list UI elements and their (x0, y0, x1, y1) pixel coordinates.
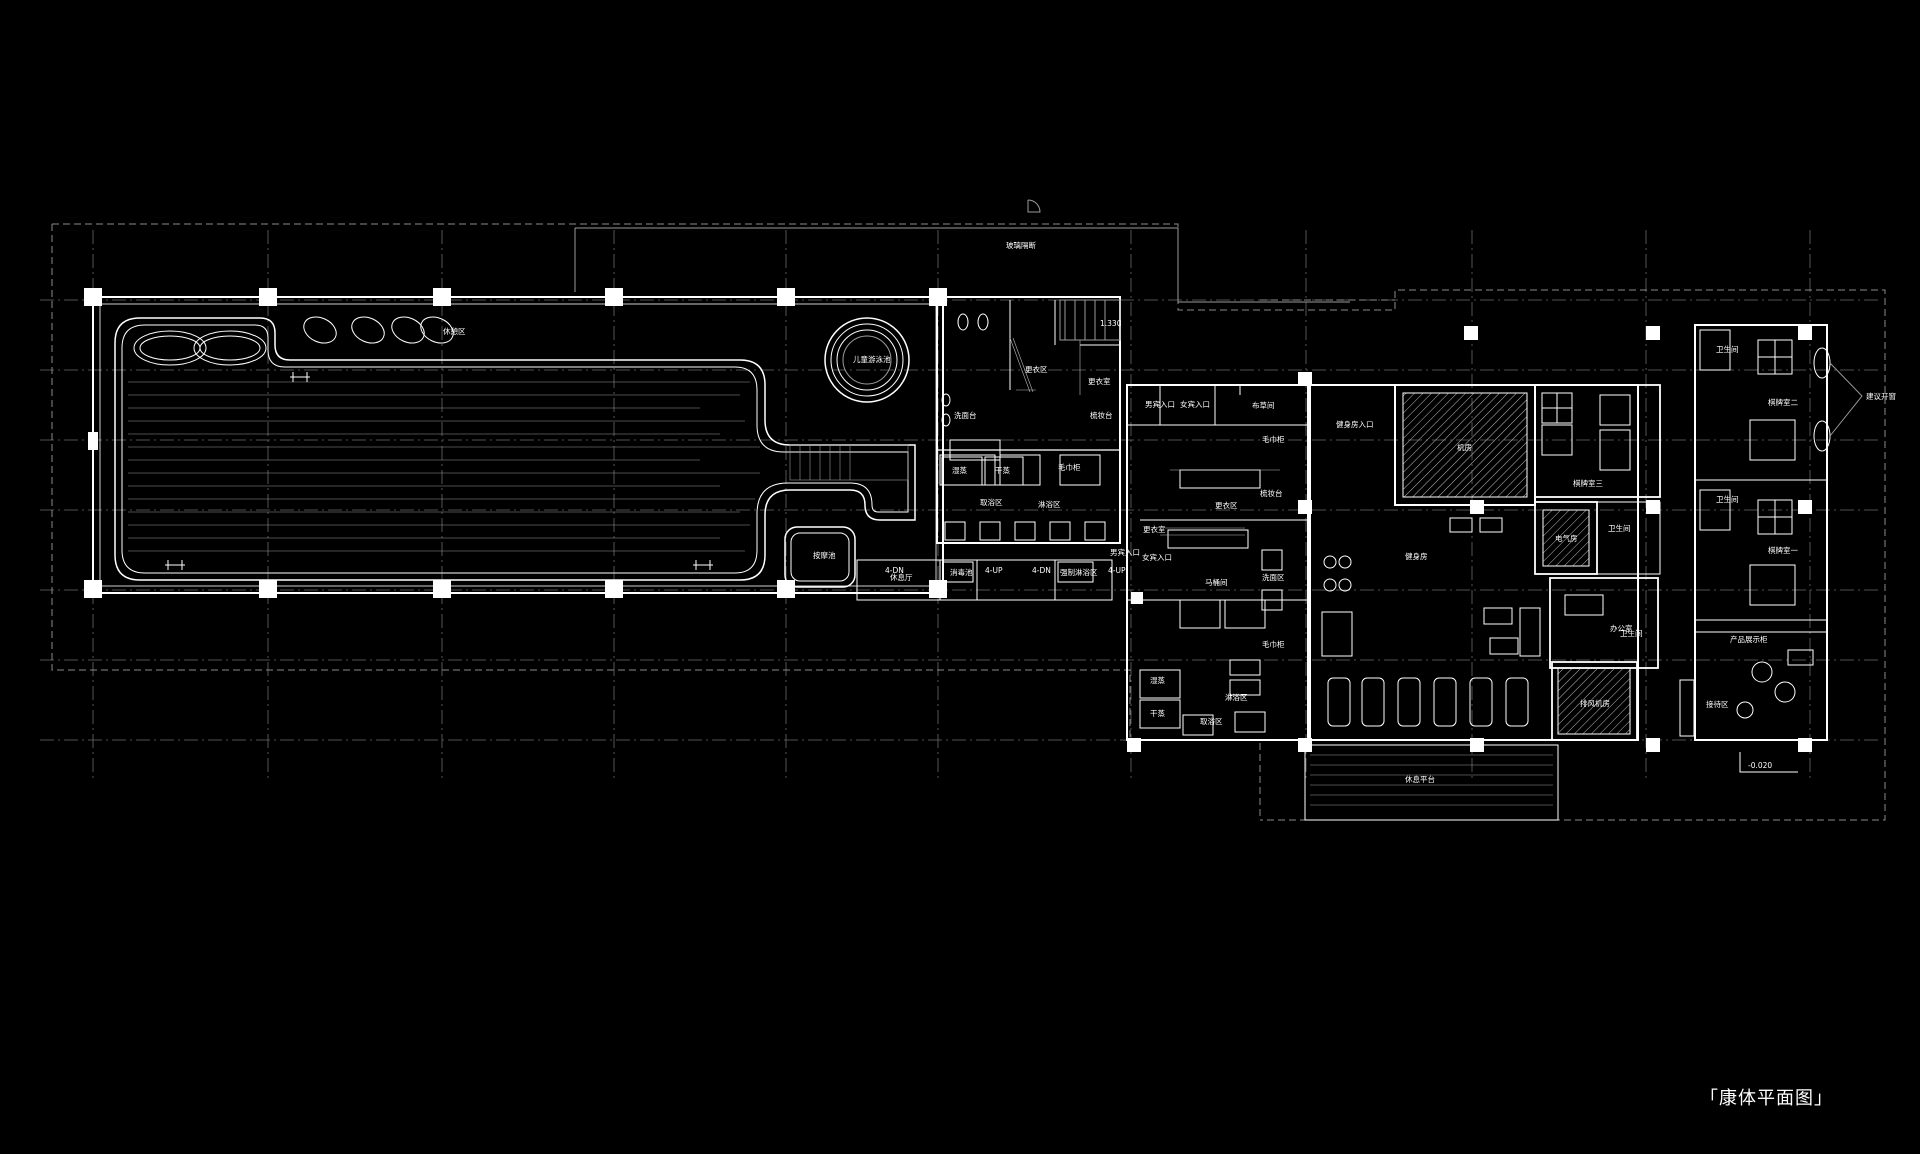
gym: 健身房入口 健身房 机房 (1307, 384, 1639, 741)
washroom-4-label: 卫生间 (1716, 494, 1739, 504)
washroom-2-label: 卫生间 (1620, 628, 1643, 638)
washroom-3-label: 卫生间 (1716, 344, 1739, 354)
locker-zone-mid: 男宾入口 女宾入口 布草间 毛巾柜 梳妆台 更衣区 更衣室 女宾入口 男宾入口 … (1110, 384, 1311, 741)
pool-stair (789, 444, 909, 481)
wet-sauna-left-label: 湿蒸 (952, 465, 967, 475)
washbasin-label: 洗面台 (954, 410, 977, 420)
product-display-label: 产品展示柜 (1730, 634, 1768, 644)
changing-mid-label: 更衣区 (1215, 500, 1238, 510)
female-entry-side-label: 女宾入口 (1142, 552, 1172, 562)
cleaning-label: 强制淋浴区 (1060, 567, 1098, 577)
gym-entry-label: 健身房入口 (1336, 419, 1374, 429)
changing-area-left-label: 更衣区 (1025, 364, 1048, 374)
reception-label: 接待区 (1706, 699, 1729, 709)
steps-dn-1-label: 4-DN (885, 566, 904, 575)
wash-area-label: 洗面区 (1262, 572, 1285, 582)
steps-up-2-label: 4-UP (1108, 566, 1126, 575)
chess-room-1-label: 棋牌室一 (1768, 545, 1798, 555)
lower-corridor: 休息厅 消毒池 强制淋浴区 4-DN 4-UP 4-DN 4-UP (856, 559, 1126, 601)
window-note-label: 建议开窗 (1866, 391, 1896, 401)
level-mark: -0.020 (1739, 752, 1798, 773)
kids-pool-label: 儿童游泳池 (853, 354, 891, 364)
male-entry-side-label: 男宾入口 (1110, 547, 1140, 557)
rinse-left-label: 取浴区 (980, 497, 1003, 507)
dry-sauna-left-label: 干蒸 (995, 465, 1010, 475)
deck: 休息平台 (1304, 744, 1559, 821)
locker-zone-left: 1.330 洗面台 更衣区 更衣室 梳妆台 湿蒸 干蒸 毛巾柜 淋浴区 取浴区 (936, 296, 1122, 544)
changing-room-mid-label: 更衣室 (1143, 524, 1166, 534)
changing-room-left-label: 更衣室 (1088, 376, 1111, 386)
towel-cabinet-mid-label: 毛巾柜 (1262, 434, 1285, 444)
disinfect-pool-label: 消毒池 (950, 567, 973, 577)
site-boundary (51, 223, 1886, 821)
makeup-left-label: 梳妆台 (1090, 410, 1113, 420)
toilet-label: 马桶间 (1205, 577, 1228, 587)
dry-sauna-mid-label: 干蒸 (1150, 708, 1166, 718)
right-zone: 卫生间 卫生间 棋牌室二 棋牌室一 产品展示柜 接待区 建议开窗 (1679, 324, 1896, 741)
towel-cabinet-mid2-label: 毛巾柜 (1262, 639, 1285, 649)
chess-room-2-label: 棋牌室二 (1768, 397, 1798, 407)
makeup-mid-label: 梳妆台 (1260, 488, 1283, 498)
kids-pool: 儿童游泳池 (824, 317, 910, 403)
chess-room-3-label: 棋牌室三 (1573, 478, 1603, 488)
massage-pool-label: 按摩池 (813, 550, 836, 560)
office-label: 办公室 (1610, 623, 1633, 633)
wet-sauna-mid-label: 湿蒸 (1150, 675, 1166, 685)
glass-partition-label: 玻璃隔断 (1006, 240, 1036, 250)
level-mark-label: -0.020 (1748, 761, 1772, 770)
linen-room-label: 布草间 (1252, 400, 1275, 410)
electrical-room-label: 电气房 (1555, 533, 1578, 543)
office-zone: 棋牌室三 电气房 卫生间 办公室 卫生间 排风机房 (1534, 384, 1661, 741)
stair-level-label: 1.330 (1100, 319, 1122, 328)
rinse-mid-label: 取浴区 (1200, 716, 1223, 726)
steps-dn-2-label: 4-DN (1032, 566, 1051, 575)
machine-room-label: 机房 (1457, 442, 1472, 452)
exhaust-room-label: 排风机房 (1580, 698, 1610, 708)
female-entry-top-label: 女宾入口 (1180, 399, 1210, 409)
drawing-title: 「康体平面图」 (1700, 1088, 1833, 1109)
towel-cabinet-left-label: 毛巾柜 (1058, 462, 1081, 472)
steps-up-1-label: 4-UP (985, 566, 1003, 575)
shower-mid-label: 淋浴区 (1225, 692, 1248, 702)
glass-partition-line: 玻璃隔断 (574, 199, 1350, 303)
gym-label: 健身房 (1405, 551, 1428, 561)
rest-area-label: 休憩区 (443, 326, 466, 336)
lounge-label: 休息厅 (890, 572, 913, 582)
washroom-1-label: 卫生间 (1608, 523, 1631, 533)
massage-pool: 按摩池 (784, 526, 856, 588)
swimming-pool: 休憩区 (114, 316, 916, 581)
deck-label: 休息平台 (1405, 774, 1435, 784)
columns (84, 288, 1812, 752)
shower-left-label: 淋浴区 (1038, 499, 1061, 509)
male-entry-top-label: 男宾入口 (1145, 399, 1175, 409)
pool-hall (84, 288, 1812, 752)
